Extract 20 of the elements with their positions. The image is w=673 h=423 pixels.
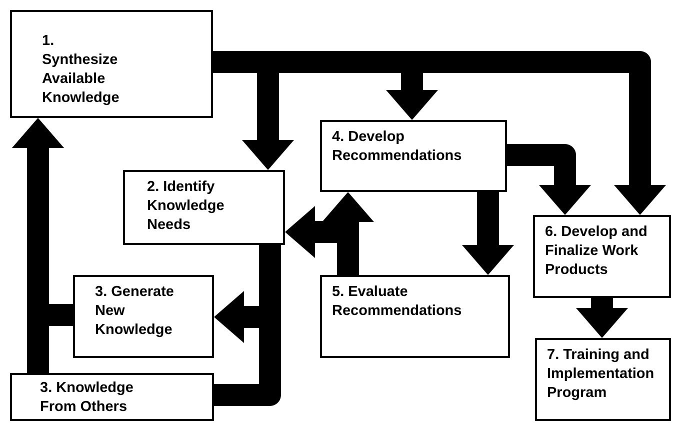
process-box [320,275,510,358]
box-label: 1. Synthesize Available Knowledge [42,32,120,108]
process-box [73,275,214,358]
arrow [12,118,73,326]
box-label: 2. Identify Knowledge Needs [147,178,226,235]
box-label: 6. Develop and Finalize Work Products [545,223,648,280]
arrow [576,298,628,338]
process-box [10,10,213,118]
arrow [462,192,514,275]
box-label: 3. Generate New Knowledge [95,283,175,340]
box-label: 5. Evaluate Recommendations [332,283,463,321]
box-label: 3. Knowledge From Others [40,379,134,417]
process-box [10,373,214,421]
process-box [320,120,507,192]
process-box [535,338,671,421]
process-box [123,170,285,245]
arrow [507,144,591,215]
box-label: 4. Develop Recommendations [332,128,463,166]
process-box [533,215,671,298]
box-label: 7. Training and Implementation Program [547,346,656,403]
